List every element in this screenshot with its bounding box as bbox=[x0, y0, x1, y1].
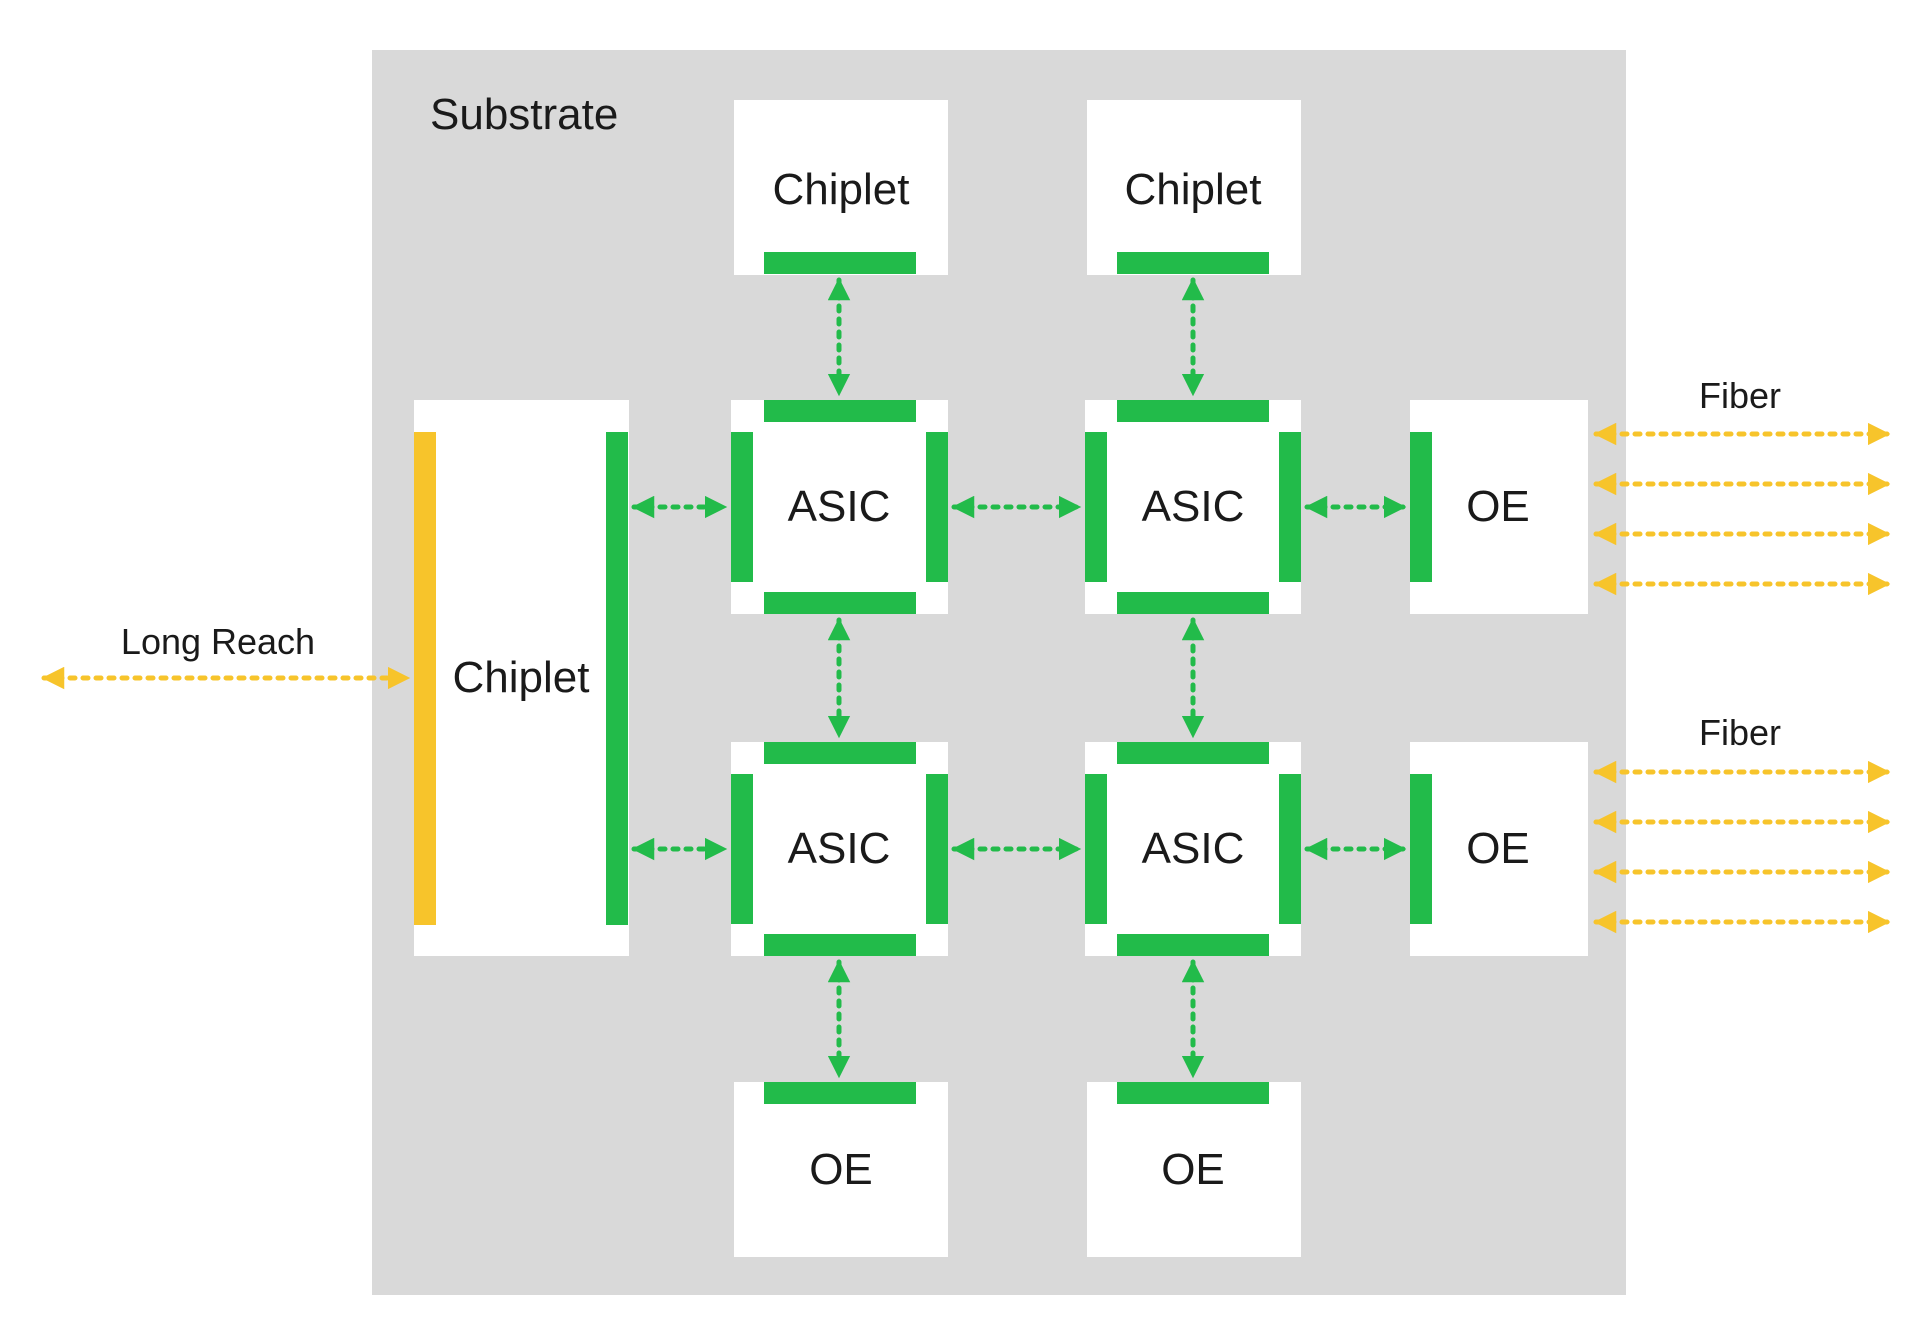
fiber-bottom-label: Fiber bbox=[1698, 712, 1782, 753]
oe-bottom-right-interface bbox=[1117, 1082, 1269, 1104]
asic-top-left-interface-bottom bbox=[764, 592, 916, 614]
asic-bottom-right-interface-left bbox=[1085, 774, 1107, 924]
asic-bottom-left-label: ASIC bbox=[787, 824, 891, 873]
chiplet-top-left-label: Chiplet bbox=[772, 165, 910, 214]
asic-top-right-interface-left bbox=[1085, 432, 1107, 582]
oe-bottom-left-label: OE bbox=[809, 1145, 873, 1194]
oe-bottom-right-label: OE bbox=[1161, 1145, 1225, 1194]
asic-bottom-left-interface-top bbox=[764, 742, 916, 764]
asic-top-left-interface-right bbox=[926, 432, 948, 582]
oe-bottom-right bbox=[1087, 1082, 1301, 1257]
chiplet-top-right-interface bbox=[1117, 252, 1269, 274]
chiplet-top-right bbox=[1087, 100, 1301, 275]
asic-top-right-interface-right bbox=[1279, 432, 1301, 582]
asic-bottom-right-interface-top bbox=[1117, 742, 1269, 764]
fiber-top-label: Fiber bbox=[1698, 375, 1782, 416]
oe-right-bottom-interface bbox=[1410, 774, 1432, 924]
chiplet-left-long-reach-interface bbox=[414, 432, 436, 925]
asic-bottom-right-interface-right bbox=[1279, 774, 1301, 924]
chiplet-left bbox=[414, 400, 629, 956]
oe-bottom-left-interface bbox=[764, 1082, 916, 1104]
asic-bottom-left-interface-right bbox=[926, 774, 948, 924]
chiplet-left-interface bbox=[606, 432, 628, 925]
substrate-label: Substrate bbox=[430, 90, 619, 139]
asic-top-left-label: ASIC bbox=[787, 482, 891, 531]
oe-right-top-label: OE bbox=[1466, 482, 1530, 531]
asic-top-right-label: ASIC bbox=[1141, 482, 1245, 531]
oe-right-bottom-label: OE bbox=[1466, 824, 1530, 873]
long-reach-label: Long Reach bbox=[120, 621, 316, 662]
asic-top-right-interface-bottom bbox=[1117, 592, 1269, 614]
chiplet-top-left bbox=[734, 100, 948, 275]
asic-top-left-interface-top bbox=[764, 400, 916, 422]
oe-right-top bbox=[1410, 400, 1588, 614]
asic-bottom-left-interface-left bbox=[731, 774, 753, 924]
oe-bottom-left bbox=[734, 1082, 948, 1257]
asic-bottom-left bbox=[731, 742, 948, 956]
oe-right-top-interface bbox=[1410, 432, 1432, 582]
asic-top-right bbox=[1085, 400, 1301, 614]
asic-bottom-right bbox=[1085, 742, 1301, 956]
asic-top-left bbox=[731, 400, 948, 614]
asic-top-right-interface-top bbox=[1117, 400, 1269, 422]
oe-right-bottom bbox=[1410, 742, 1588, 956]
asic-bottom-right-interface-bottom bbox=[1117, 934, 1269, 956]
asic-bottom-right-label: ASIC bbox=[1141, 824, 1245, 873]
chiplet-top-right-label: Chiplet bbox=[1124, 165, 1262, 214]
asic-bottom-left-interface-bottom bbox=[764, 934, 916, 956]
asic-top-left-interface-left bbox=[731, 432, 753, 582]
chiplet-left-label: Chiplet bbox=[452, 653, 590, 702]
chiplet-top-left-interface bbox=[764, 252, 916, 274]
